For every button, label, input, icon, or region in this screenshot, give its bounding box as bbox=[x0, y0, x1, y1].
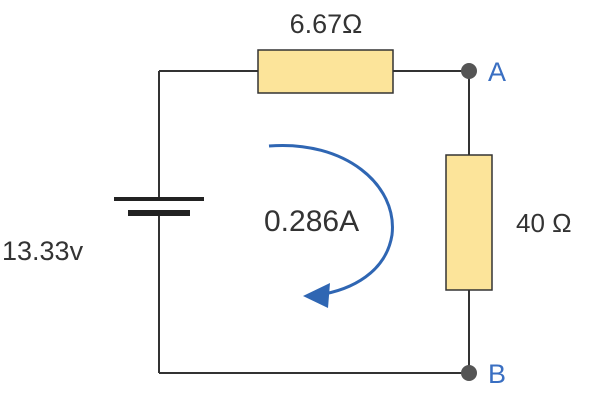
source-voltage-label: 13.33v bbox=[2, 236, 84, 266]
wires bbox=[158, 70, 470, 374]
series-resistor bbox=[257, 49, 394, 94]
load-resistor-label: 40 Ω bbox=[516, 208, 572, 238]
battery-symbol bbox=[114, 197, 204, 216]
terminal-b-dot bbox=[461, 365, 477, 381]
terminal-a-dot bbox=[461, 63, 477, 79]
current-arrow-arc bbox=[268, 143, 394, 297]
current-arrow-head bbox=[303, 283, 330, 308]
terminal-a-label: A bbox=[488, 57, 506, 87]
series-resistor-label: 6.67Ω bbox=[290, 9, 363, 39]
terminal-b-label: B bbox=[488, 359, 506, 389]
current-direction-arrow bbox=[268, 143, 394, 308]
load-resistor bbox=[445, 154, 493, 291]
current-label: 0.286A bbox=[264, 205, 359, 238]
